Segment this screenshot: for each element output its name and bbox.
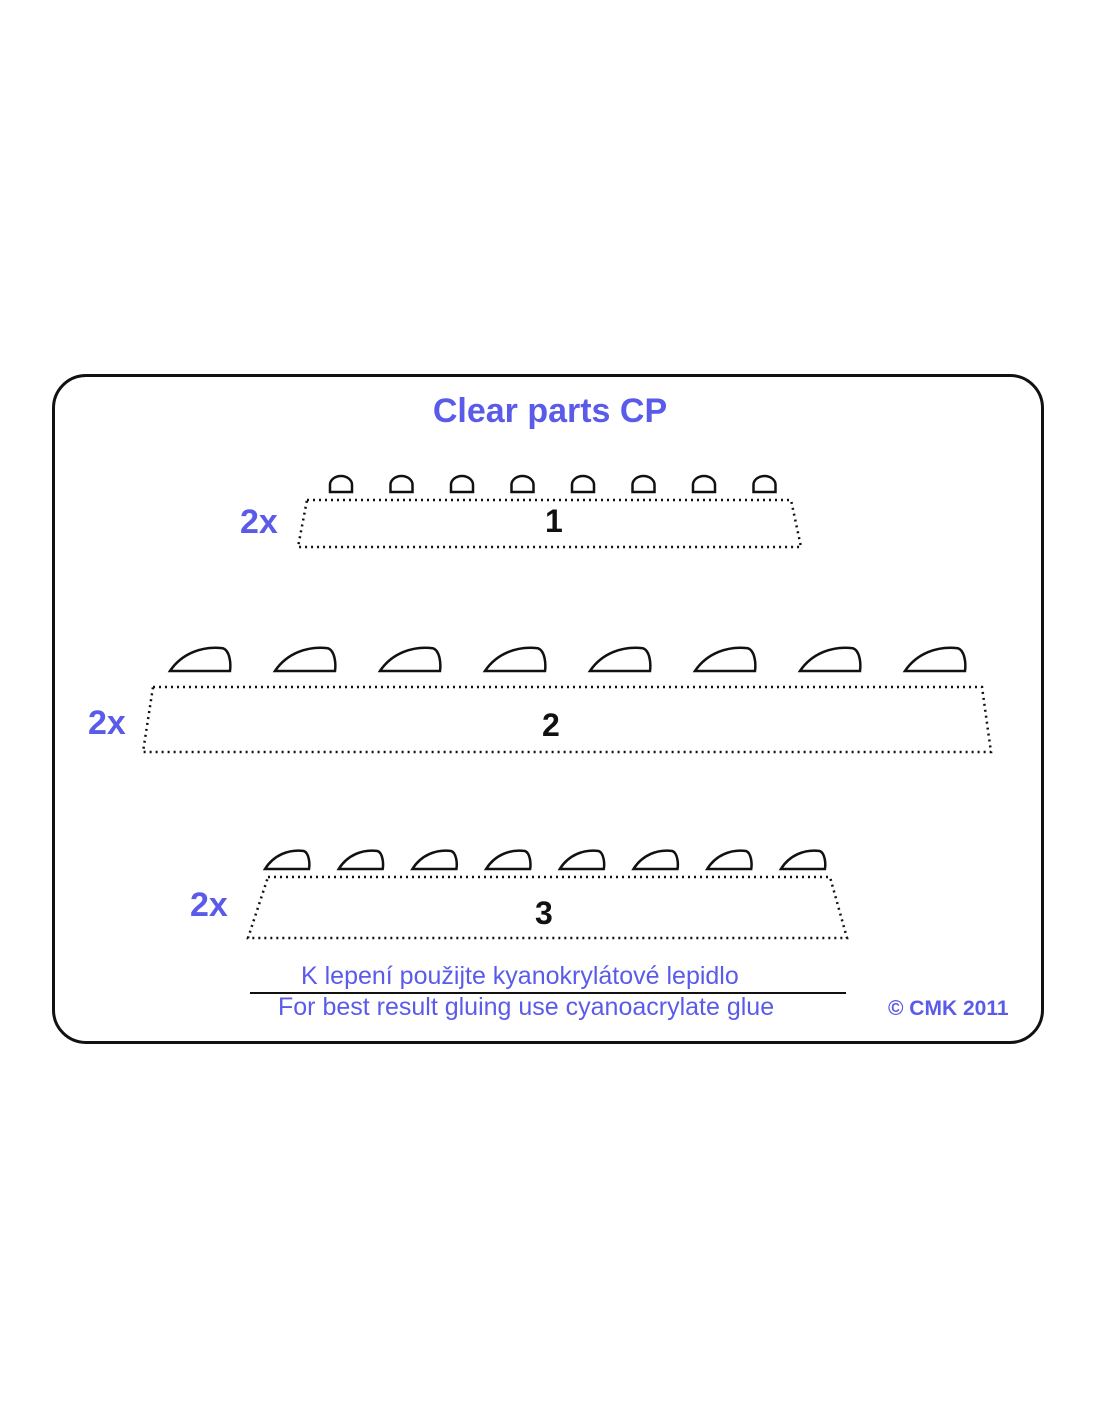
- dome-lens-icon: [752, 474, 777, 494]
- teardrop-lens-icon: [483, 849, 532, 871]
- part-1-quantity: 2x: [240, 503, 278, 541]
- teardrop-lens-icon: [797, 646, 862, 673]
- dome-lens-icon: [389, 474, 414, 494]
- teardrop-lens-icon: [482, 646, 547, 673]
- teardrop-lens-icon: [272, 646, 337, 673]
- teardrop-lens-icon: [902, 646, 967, 673]
- dome-lens-icon: [449, 474, 475, 494]
- teardrop-lens-icon: [336, 849, 385, 871]
- part-2-quantity: 2x: [88, 704, 126, 742]
- teardrop-lens-icon: [631, 849, 680, 871]
- page-title: Clear parts CP: [432, 392, 668, 430]
- dome-lens-icon: [510, 474, 535, 494]
- note-english: For best result gluing use cyanoacrylate…: [278, 993, 775, 1021]
- part-3-number: 3: [535, 895, 553, 931]
- sprue-frame-1: [296, 498, 803, 549]
- dome-lens-icon: [328, 474, 354, 494]
- copyright: © CMK 2011: [888, 997, 1009, 1020]
- teardrop-lens-icon: [167, 646, 232, 673]
- teardrop-lens-icon: [557, 849, 606, 871]
- sprue-frame-2: [141, 685, 993, 754]
- part-2-number: 2: [542, 707, 560, 743]
- teardrop-lens-icon: [377, 646, 442, 673]
- note-czech: K lepení použijte kyanokrylátové lepidlo: [301, 962, 739, 990]
- dome-lens-icon: [570, 474, 596, 494]
- instruction-card: [52, 374, 1044, 1044]
- teardrop-lens-icon: [410, 849, 458, 871]
- teardrop-lens-icon: [262, 849, 311, 871]
- sprue-frame-3: [246, 875, 849, 940]
- dome-lens-icon: [691, 474, 717, 494]
- teardrop-lens-icon: [778, 849, 827, 871]
- dome-lens-icon: [631, 474, 656, 494]
- teardrop-lens-icon: [587, 646, 652, 673]
- part-1-number: 1: [545, 503, 563, 539]
- teardrop-lens-icon: [692, 646, 757, 673]
- teardrop-lens-icon: [704, 849, 753, 871]
- part-3-quantity: 2x: [190, 886, 228, 924]
